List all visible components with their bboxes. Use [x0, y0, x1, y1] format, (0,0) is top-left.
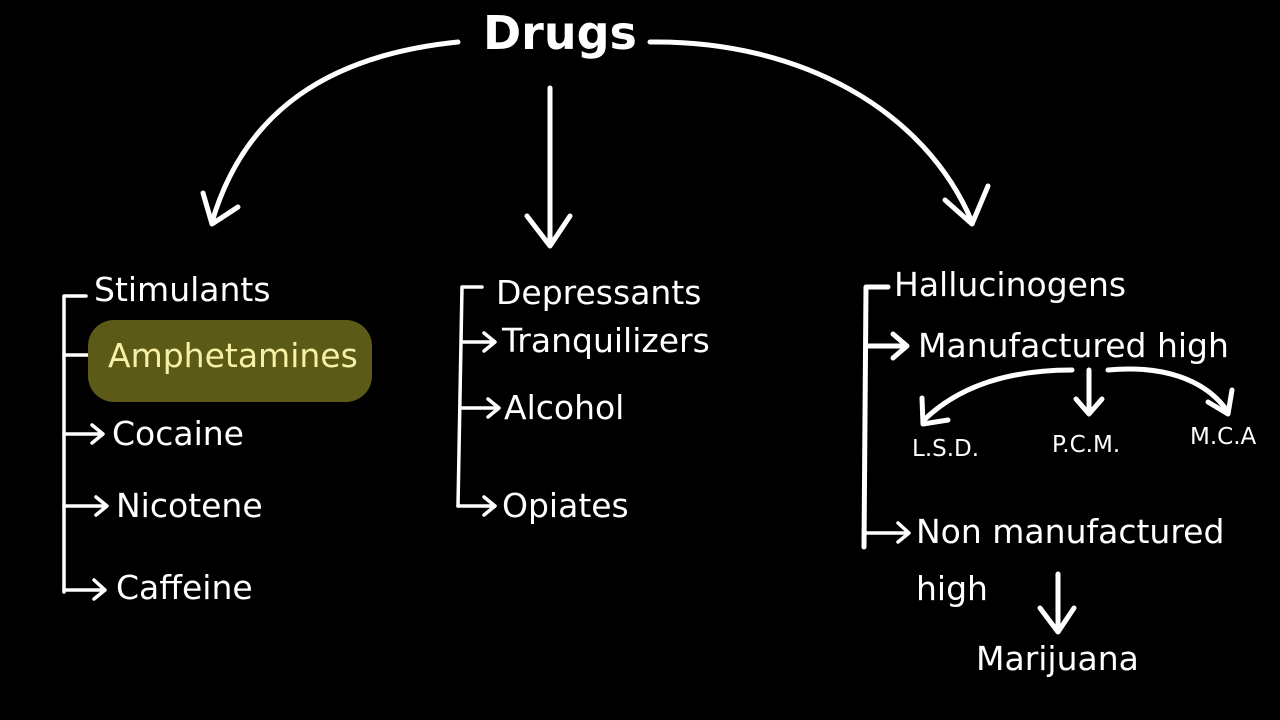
non-manufactured-item-marijuana: Marijuana	[976, 639, 1139, 678]
stimulants-item-amphetamines: Amphetamines	[108, 336, 358, 375]
manufactured-item-pcm: P.C.M.	[1052, 432, 1121, 458]
arrow-lsd	[921, 367, 1075, 423]
stimulants-bracket	[62, 294, 88, 594]
non-manufactured-label-line2: high	[916, 569, 988, 608]
manufactured-item-lsd: L.S.D.	[912, 436, 980, 462]
stimulants-item-nicotene: Nicotene	[116, 486, 263, 525]
arrowhead-lsd	[919, 395, 951, 427]
stimulants-heading: Stimulants	[94, 270, 271, 309]
stimulants-item-caffeine: Caffeine	[116, 568, 253, 607]
arrowhead-mca	[1205, 387, 1235, 417]
arrow-alcohol	[458, 397, 501, 419]
manufactured-item-mca: M.C.A	[1190, 424, 1257, 450]
arrow-caffeine	[62, 578, 107, 601]
amphetamines-highlight	[88, 320, 372, 402]
non-manufactured-label-line1: Non manufactured	[916, 512, 1225, 551]
hallucinogens-heading: Hallucinogens	[894, 265, 1127, 304]
arrow-cocaine	[62, 423, 105, 445]
arrowhead-marijuana	[1037, 605, 1077, 635]
depressants-item-alcohol: Alcohol	[504, 388, 625, 427]
depressants-heading: Depressants	[496, 273, 702, 312]
arrowhead-depressants	[524, 213, 573, 249]
arrowhead-stimulants	[200, 190, 241, 227]
arrow-nicotene	[62, 495, 109, 517]
arrow-mca	[1105, 366, 1231, 415]
depressants-item-tranquilizers: Tranquilizers	[502, 321, 710, 360]
arrow-manufactured	[863, 331, 910, 361]
stimulants-item-cocaine: Cocaine	[112, 414, 244, 453]
arrow-tranquilizers	[460, 331, 497, 353]
arrow-to-hallucinogens	[647, 39, 975, 225]
arrowhead-hallucinogens	[942, 183, 991, 227]
depressants-bracket	[456, 285, 484, 508]
diagram-title: Drugs	[483, 6, 637, 60]
depressants-item-opiates: Opiates	[502, 486, 629, 525]
manufactured-high-label: Manufactured high	[918, 326, 1229, 365]
hallucinogens-bracket	[861, 284, 891, 550]
arrowhead-pcm	[1073, 396, 1105, 417]
arrow-opiates	[456, 495, 497, 517]
arrow-non-manufactured	[862, 521, 911, 544]
arrow-to-stimulants	[209, 39, 461, 225]
